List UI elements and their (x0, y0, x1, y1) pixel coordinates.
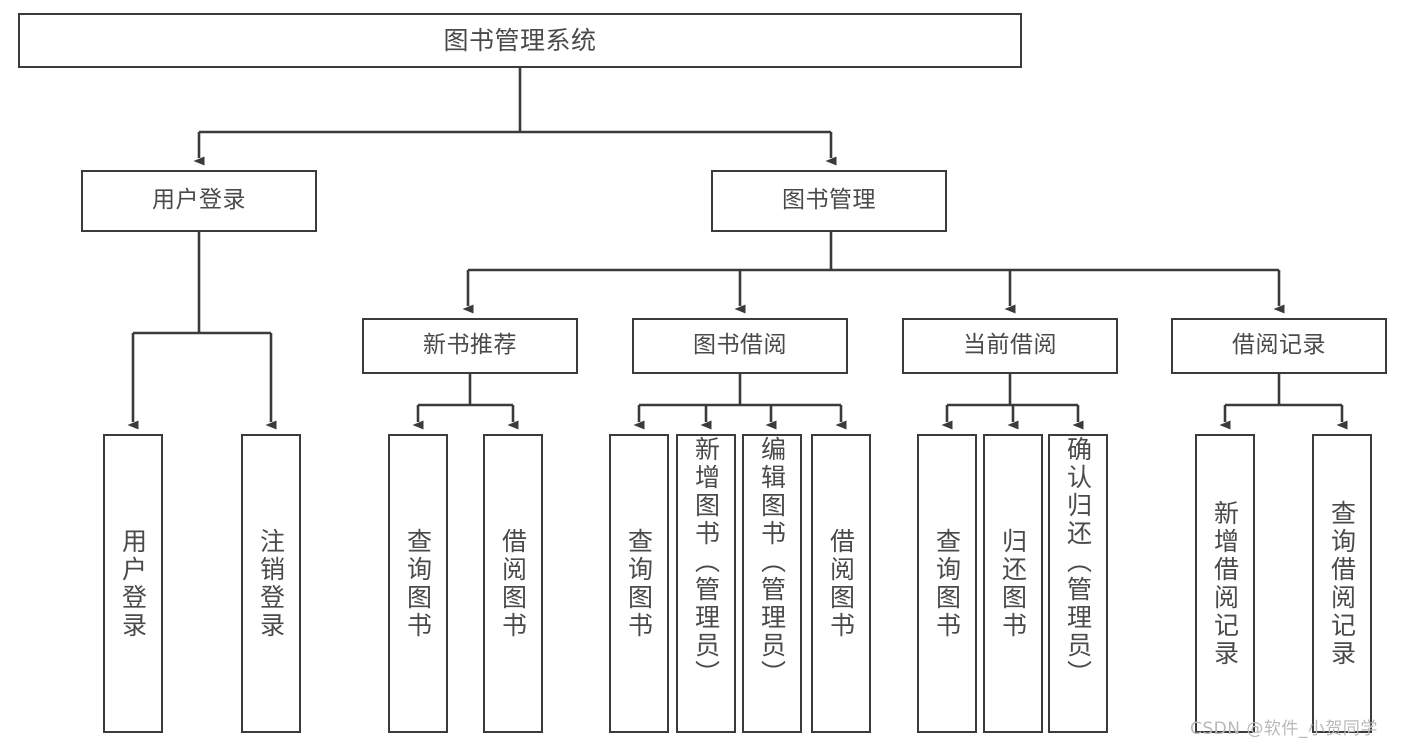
leaf-borrow-edit-book-admin[interactable]: 编辑图书（管理员） (742, 434, 802, 733)
node-book-management[interactable]: 图书管理 (711, 170, 947, 232)
node-label: 图书管理系统 (443, 25, 597, 55)
leaf-recommend-query-book[interactable]: 查询图书 (388, 434, 448, 733)
node-label: 注销登录 (256, 527, 286, 640)
leaf-record-query-borrow-record[interactable]: 查询借阅记录 (1312, 434, 1372, 733)
leaf-current-return-book[interactable]: 归还图书 (983, 434, 1043, 733)
leaf-current-query-book[interactable]: 查询图书 (917, 434, 977, 733)
leaf-borrow-add-book-admin[interactable]: 新增图书（管理员） (676, 434, 736, 733)
node-label: 用户登录 (118, 527, 148, 640)
node-label: 当前借阅 (963, 332, 1057, 359)
leaf-user-login[interactable]: 用户登录 (103, 434, 163, 733)
node-root-system[interactable]: 图书管理系统 (18, 13, 1022, 68)
node-user-login[interactable]: 用户登录 (81, 170, 317, 232)
node-label: 图书管理 (782, 187, 876, 214)
node-label: 查询借阅记录 (1327, 499, 1357, 668)
leaf-user-logout[interactable]: 注销登录 (241, 434, 301, 733)
node-label: 确认归还（管理员） (1063, 436, 1093, 688)
node-book-borrow[interactable]: 图书借阅 (632, 318, 848, 374)
node-label: 新书推荐 (423, 332, 517, 359)
node-label: 查询图书 (403, 527, 433, 640)
leaf-borrow-borrow-book[interactable]: 借阅图书 (811, 434, 871, 733)
node-current-borrow[interactable]: 当前借阅 (902, 318, 1118, 374)
node-label: 新增图书（管理员） (691, 436, 721, 688)
node-label: 编辑图书（管理员） (757, 436, 787, 688)
node-new-book-recommend[interactable]: 新书推荐 (362, 318, 578, 374)
node-borrow-record[interactable]: 借阅记录 (1171, 318, 1387, 374)
leaf-borrow-query-book[interactable]: 查询图书 (609, 434, 669, 733)
leaf-record-add-borrow-record[interactable]: 新增借阅记录 (1195, 434, 1255, 733)
leaf-recommend-borrow-book[interactable]: 借阅图书 (483, 434, 543, 733)
node-label: 新增借阅记录 (1210, 499, 1240, 668)
node-label: 查询图书 (624, 527, 654, 640)
node-label: 用户登录 (152, 187, 246, 214)
node-label: 查询图书 (932, 527, 962, 640)
node-label: 归还图书 (998, 527, 1028, 640)
node-label: 借阅记录 (1232, 332, 1326, 359)
node-label: 借阅图书 (826, 527, 856, 640)
watermark-text: CSDN @软件_小贺同学 (1190, 719, 1378, 739)
leaf-current-confirm-return-admin[interactable]: 确认归还（管理员） (1048, 434, 1108, 733)
node-label: 图书借阅 (693, 332, 787, 359)
node-label: 借阅图书 (498, 527, 528, 640)
